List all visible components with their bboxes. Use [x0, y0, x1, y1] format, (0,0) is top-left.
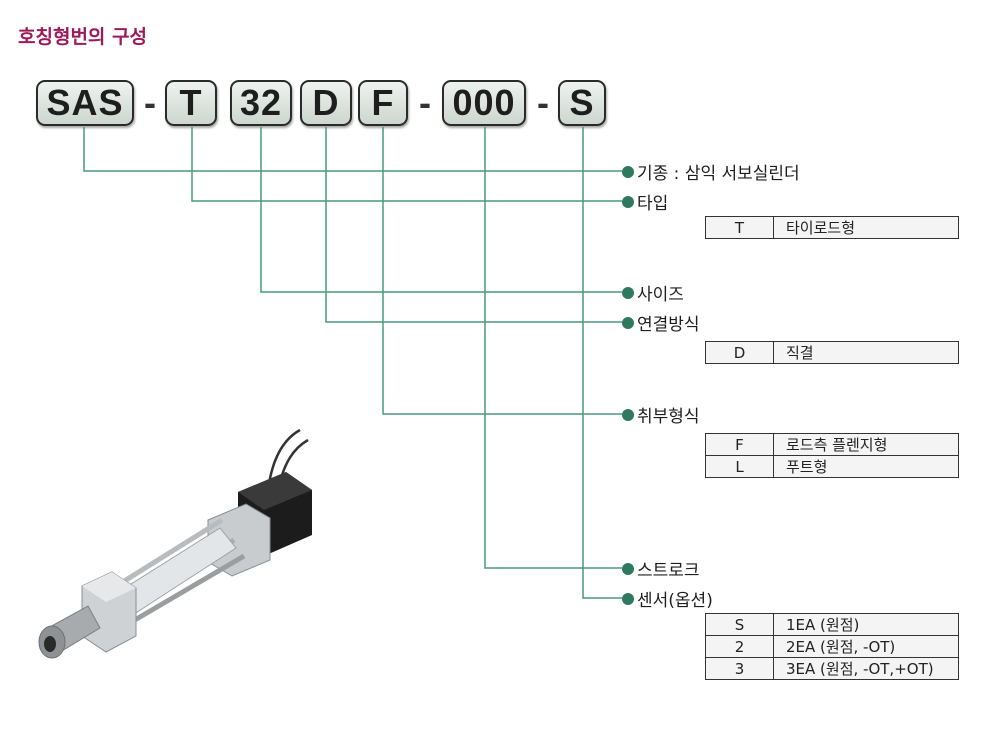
bullet-dot-icon	[622, 195, 634, 208]
option-description: 푸트형	[773, 455, 959, 478]
field-label-text: 취부형식	[637, 407, 700, 427]
code-box-sensor: S	[558, 80, 606, 126]
code-separator: -	[144, 82, 156, 123]
table-row: F 로드측 플렌지형	[705, 433, 959, 456]
field-label-connection: 연결방식	[622, 310, 700, 335]
field-label-text: 사이즈	[637, 285, 684, 305]
code-box-type: T	[165, 80, 217, 126]
option-code: 3	[705, 657, 774, 680]
field-label-model: 기종 : 삼익 서보실린더	[622, 159, 800, 184]
option-code: D	[705, 341, 774, 364]
field-label-text: 타입	[637, 194, 669, 214]
type-options-table: T 타이로드형	[705, 216, 959, 239]
option-code: T	[705, 216, 774, 239]
field-label-text: 스트로크	[637, 561, 700, 581]
mounting-options-table: F 로드측 플렌지형 L 푸트형	[705, 433, 959, 478]
option-description: 타이로드형	[773, 216, 959, 239]
field-label-sensor: 센서(옵션)	[622, 586, 713, 611]
table-row: 2 2EA (원점, -OT)	[705, 635, 959, 658]
option-code: S	[705, 613, 774, 636]
connector-lines	[83, 127, 622, 599]
option-code: 2	[705, 635, 774, 658]
option-description: 로드측 플렌지형	[773, 433, 959, 456]
bullet-dot-icon	[622, 286, 634, 299]
bullet-dot-icon	[622, 562, 634, 575]
servo-cylinder-image	[38, 428, 312, 659]
code-box-connection: D	[300, 80, 352, 126]
field-label-text: 센서(옵션)	[637, 591, 713, 611]
bullet-dot-icon	[622, 316, 634, 329]
code-box-mounting: F	[358, 80, 408, 126]
option-description: 2EA (원점, -OT)	[773, 635, 959, 658]
table-row: T 타이로드형	[705, 216, 959, 239]
option-description: 3EA (원점, -OT,+OT)	[773, 657, 959, 680]
sensor-options-table: S 1EA (원점) 2 2EA (원점, -OT) 3 3EA (원점, -O…	[705, 613, 959, 680]
field-label-type: 타입	[622, 189, 668, 214]
field-label-text: 기종 : 삼익 서보실린더	[637, 164, 800, 184]
field-label-size: 사이즈	[622, 280, 684, 305]
bullet-dot-icon	[622, 592, 634, 605]
field-label-text: 연결방식	[637, 315, 700, 335]
table-row: D 직결	[705, 341, 959, 364]
table-row: S 1EA (원점)	[705, 613, 959, 636]
bullet-dot-icon	[622, 408, 634, 421]
table-row: 3 3EA (원점, -OT,+OT)	[705, 657, 959, 680]
code-separator: -	[537, 82, 549, 123]
field-label-mounting: 취부형식	[622, 402, 700, 427]
option-description: 직결	[773, 341, 959, 364]
page-title: 호칭형번의 구성	[18, 26, 147, 48]
code-box-size: 32	[230, 80, 292, 126]
table-row: L 푸트형	[705, 455, 959, 478]
field-label-stroke: 스트로크	[622, 556, 700, 581]
option-description: 1EA (원점)	[773, 613, 959, 636]
code-box-stroke: 000	[442, 80, 526, 126]
option-code: L	[705, 455, 774, 478]
option-code: F	[705, 433, 774, 456]
connection-options-table: D 직결	[705, 341, 959, 364]
code-separator: -	[419, 82, 431, 123]
code-box-model: SAS	[36, 80, 134, 126]
bullet-dot-icon	[622, 165, 634, 178]
